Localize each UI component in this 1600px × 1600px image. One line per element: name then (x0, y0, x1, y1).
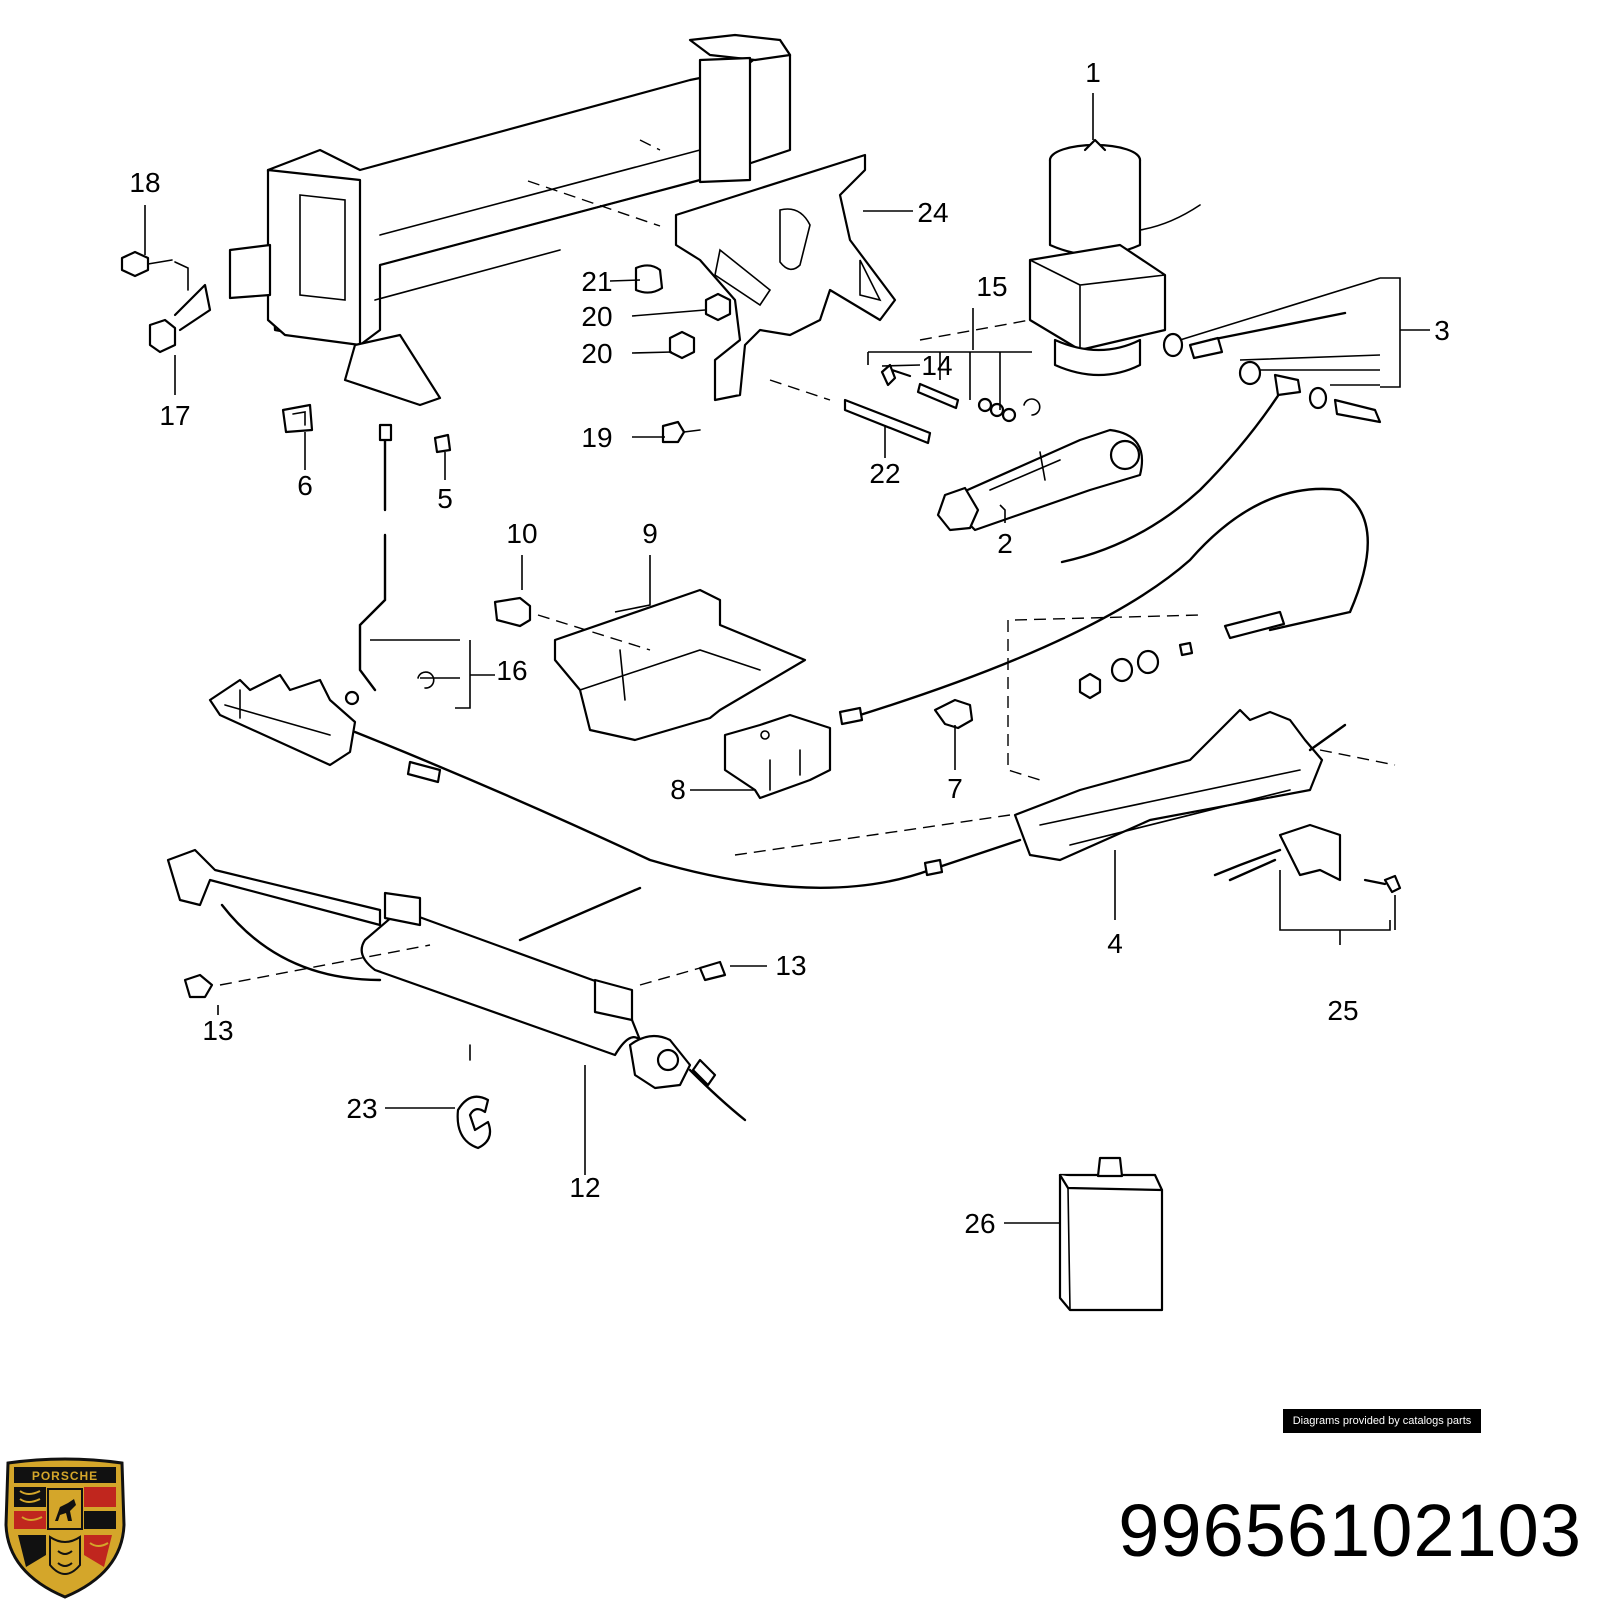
callout-18: 18 (129, 167, 160, 198)
callout-23: 23 (346, 1093, 377, 1124)
callout-19: 19 (581, 422, 612, 453)
bracket-8-drawing (723, 713, 832, 800)
bottle-26-drawing (1058, 1156, 1164, 1312)
callout-17: 17 (159, 400, 190, 431)
main-cable-drawing (353, 487, 1369, 889)
callout-16: 16 (496, 655, 527, 686)
cylinder-12-drawing (166, 848, 747, 1122)
callout-26: 26 (964, 1208, 995, 1239)
clip-7-drawing (933, 698, 974, 730)
credit-badge: Diagrams provided by catalogs parts (1283, 1409, 1481, 1433)
hardware-left-drawing (120, 250, 452, 706)
part-number: 99656102103 (1118, 1489, 1582, 1572)
callout-13a: 13 (202, 1015, 233, 1046)
switch-25-drawing (1213, 823, 1402, 894)
callout-7: 7 (947, 773, 963, 804)
washers-drawing (1078, 649, 1160, 700)
callout-20b: 20 (581, 338, 612, 369)
callout-numbers: 1 2 3 4 5 6 7 8 9 10 12 13 13 14 15 16 1… (129, 57, 1449, 1239)
callout-13b: 13 (775, 950, 806, 981)
hose-3-drawing (1060, 311, 1382, 564)
frame-drawing (228, 33, 792, 407)
callout-12: 12 (569, 1172, 600, 1203)
bracket-24-drawing (674, 153, 897, 402)
callout-8: 8 (670, 774, 686, 805)
drive-2-drawing (936, 428, 1144, 532)
callout-9: 9 (642, 518, 658, 549)
callout-1: 1 (1085, 57, 1101, 88)
callout-25: 25 (1327, 995, 1358, 1026)
leader-lines (144, 93, 1430, 1224)
rail-4-drawing (734, 614, 1396, 862)
callout-20a: 20 (581, 301, 612, 332)
callout-15: 15 (976, 271, 1007, 302)
callout-14: 14 (921, 350, 952, 381)
svg-text:PORSCHE: PORSCHE (32, 1469, 98, 1483)
clip-23-drawing (456, 1095, 492, 1150)
callout-4: 4 (1107, 928, 1123, 959)
pump-1-drawing (1028, 138, 1201, 377)
callout-10: 10 (506, 518, 537, 549)
callout-21: 21 (581, 266, 612, 297)
callout-24: 24 (917, 197, 948, 228)
callout-5: 5 (437, 483, 453, 514)
latch-left-drawing (208, 673, 357, 767)
porsche-crest-logo: PORSCHE (4, 1457, 126, 1599)
cover-9-drawing (493, 588, 807, 742)
callout-6: 6 (297, 470, 313, 501)
callout-22: 22 (869, 458, 900, 489)
callout-3: 3 (1434, 315, 1450, 346)
callout-2: 2 (997, 528, 1013, 559)
